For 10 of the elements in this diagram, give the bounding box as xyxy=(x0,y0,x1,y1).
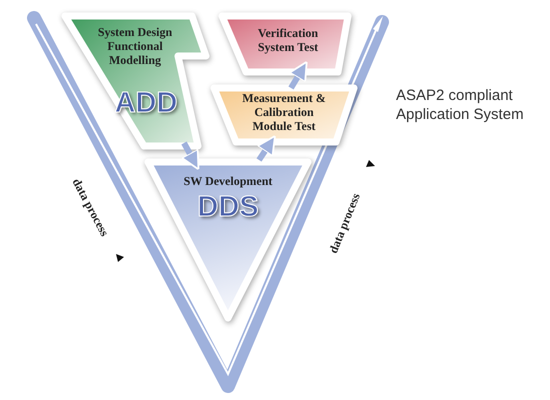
stage-label: SW Development xyxy=(182,174,274,188)
stage-label: Measurement & Calibration Module Test xyxy=(241,91,327,133)
system-caption: ASAP2 compliant Application System xyxy=(396,86,525,124)
stage-label: Verification System Test xyxy=(256,26,320,54)
stage-label: System Design Functional Modelling xyxy=(96,25,174,67)
stage-code-label: DDS xyxy=(196,191,260,223)
direction-label: data process xyxy=(326,191,363,256)
flow-arrow xyxy=(256,135,276,162)
flow-arrow xyxy=(288,60,308,90)
flow-arrow xyxy=(181,142,200,170)
